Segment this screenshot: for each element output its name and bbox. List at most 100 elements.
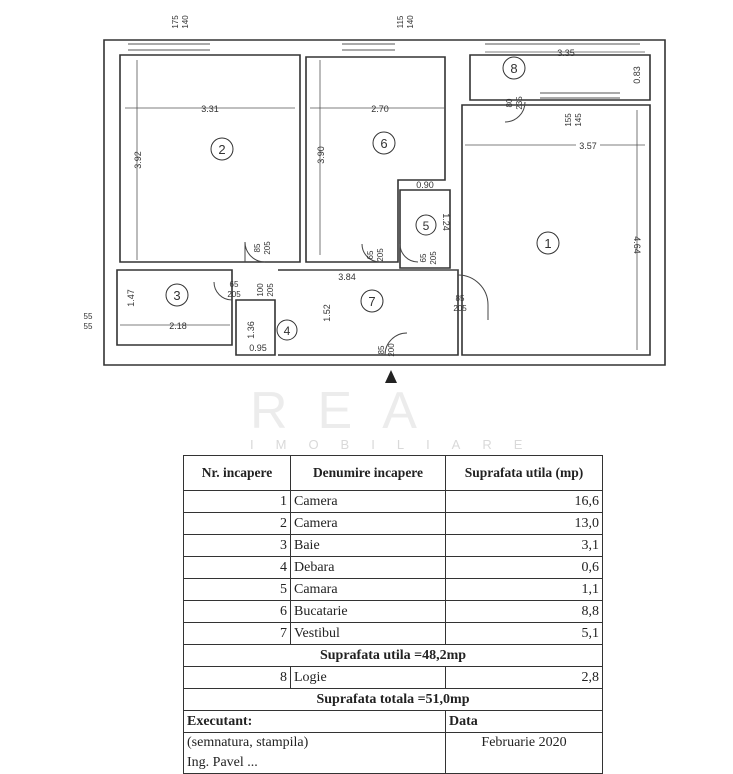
room-number: 2 [218, 142, 225, 157]
total: Suprafata totala =51,0mp [183, 688, 603, 711]
room-number: 3 [173, 288, 180, 303]
dim: 3.92 [133, 151, 143, 169]
opening-height: 205 [453, 304, 467, 313]
opening-height: 140 [181, 15, 190, 29]
row-name: Logie [290, 666, 446, 689]
row-nr: 8 [183, 666, 291, 689]
floor-plan: 1 2 3 4 5 6 7 8 3.57 4.64 3.31 3.92 2.18… [84, 15, 666, 383]
opening-height: 205 [376, 248, 385, 262]
opening-width: 175 [171, 15, 180, 29]
subtotal-row: Suprafata utila =48,2mp [183, 644, 603, 667]
row-area: 16,6 [445, 490, 603, 513]
header-name: Denumire incapere [290, 455, 446, 491]
dim: 1.47 [126, 289, 136, 307]
date-label: Data [445, 710, 603, 733]
dim: 3.31 [201, 104, 219, 114]
dim: 0.95 [249, 343, 267, 353]
room-area-table: Nr. incapere Denumire incapere Suprafata… [183, 455, 603, 774]
dim: 2.18 [169, 321, 187, 331]
row-nr: 4 [183, 556, 291, 579]
opening-width: 85 [377, 345, 386, 354]
row-area: 5,1 [445, 622, 603, 645]
row-name: Debara [290, 556, 446, 579]
opening-width: 80 [505, 98, 514, 107]
row-area: 1,1 [445, 578, 603, 601]
dim: 3.57 [579, 141, 597, 151]
row-name: Baie [290, 534, 446, 557]
opening-height: 140 [406, 15, 415, 29]
room-number: 4 [284, 324, 291, 338]
row-area: 0,6 [445, 556, 603, 579]
room-number: 5 [423, 219, 430, 233]
row-area: 13,0 [445, 512, 603, 535]
watermark-subtitle: IMOBILIARE [250, 437, 545, 452]
opening-width: 85 [456, 294, 465, 303]
engineer-name: Ing. Pavel ... [187, 755, 258, 770]
date-value: Februarie 2020 [445, 732, 603, 774]
signature-cell: (semnatura, stampila) Ing. Pavel ... [183, 732, 446, 774]
opening-width: 65 [419, 253, 428, 262]
footer-row: Executant:Data [183, 710, 603, 733]
header-area: Suprafata utila (mp) [445, 455, 603, 491]
table-header: Nr. incapere Denumire incapere Suprafata… [183, 455, 603, 491]
opening-height: 205 [263, 241, 272, 255]
row-name: Camera [290, 490, 446, 513]
row-nr: 3 [183, 534, 291, 557]
row-nr: 2 [183, 512, 291, 535]
opening-height: 205 [266, 283, 275, 297]
dimensions: 3.57 4.64 3.31 3.92 2.18 1.47 0.95 1.36 … [126, 48, 642, 353]
row-name: Camera [290, 512, 446, 535]
opening-width: 65 [230, 280, 239, 289]
dim: 3.90 [316, 146, 326, 164]
opening-width: 55 [84, 312, 93, 321]
subtotal: Suprafata utila =48,2mp [183, 644, 603, 667]
room-number: 7 [368, 294, 375, 309]
opening-width: 115 [396, 15, 405, 28]
header-nr: Nr. incapere [183, 455, 291, 491]
dim: 3.35 [557, 48, 575, 58]
opening-width: 85 [253, 243, 262, 252]
row-name: Vestibul [290, 622, 446, 645]
executant-label: Executant: [183, 710, 446, 733]
dim: 1.36 [246, 321, 256, 339]
row-name: Camara [290, 578, 446, 601]
dim: 4.64 [632, 236, 642, 254]
row-area: 2,8 [445, 666, 603, 689]
row-name: Bucatarie [290, 600, 446, 623]
signature-label: (semnatura, stampila) [187, 735, 309, 750]
dim: 1.52 [322, 304, 332, 322]
total-row: Suprafata totala =51,0mp [183, 688, 603, 711]
room-number: 1 [544, 236, 551, 251]
opening-height: 235 [515, 96, 524, 110]
row-nr: 6 [183, 600, 291, 623]
opening-height: 55 [84, 322, 93, 331]
watermark-logo: REA [250, 382, 447, 440]
entrance-arrow-icon [385, 370, 397, 383]
row-nr: 1 [183, 490, 291, 513]
opening-width: 155 [564, 113, 573, 127]
row-area: 3,1 [445, 534, 603, 557]
dim: 0.90 [416, 180, 434, 190]
opening-width: 100 [256, 283, 265, 297]
dim: 0.83 [632, 66, 642, 84]
opening-height: 205 [227, 290, 241, 299]
footer-row: (semnatura, stampila) Ing. Pavel ... Febru… [183, 732, 603, 774]
opening-width: 65 [366, 250, 375, 259]
room-number: 6 [380, 136, 387, 151]
room-number: 8 [510, 61, 517, 76]
opening-height: 145 [574, 113, 583, 127]
room-labels: 1 2 3 4 5 6 7 8 [165, 56, 560, 341]
dim: 3.84 [338, 272, 356, 282]
row-nr: 7 [183, 622, 291, 645]
opening-height: 205 [429, 251, 438, 265]
dim: 2.70 [371, 104, 389, 114]
